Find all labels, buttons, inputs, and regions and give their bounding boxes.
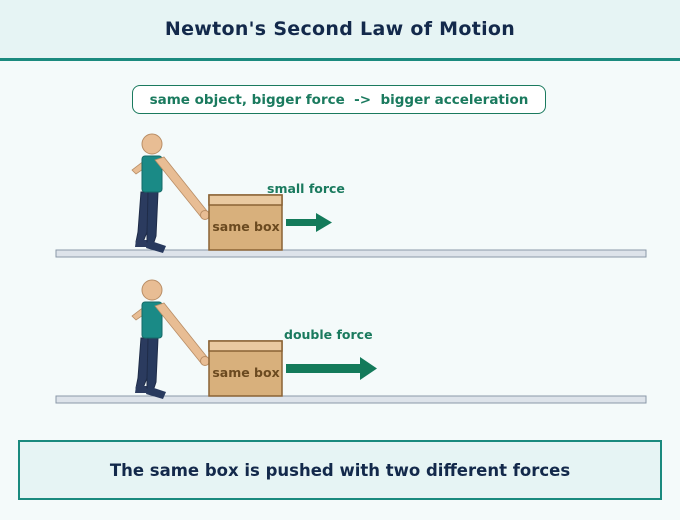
box xyxy=(208,340,283,397)
page-title: Newton's Second Law of Motion xyxy=(164,18,516,40)
scene-small-force: same box small force xyxy=(0,130,680,276)
scene-illustration xyxy=(55,133,647,258)
floor xyxy=(55,395,647,404)
force-arrow-double xyxy=(286,357,377,380)
box xyxy=(208,194,283,251)
tagline-badge: same object, bigger force -> bigger acce… xyxy=(132,85,546,114)
caption-box: The same box is pushed with two differen… xyxy=(18,440,662,500)
scene-double-force: same box double force xyxy=(0,276,680,422)
scene-illustration xyxy=(55,279,647,404)
force-label: small force xyxy=(267,181,345,196)
floor xyxy=(55,249,647,258)
person-figure xyxy=(131,133,210,253)
box-label: same box xyxy=(212,365,280,380)
box-label: same box xyxy=(212,219,280,234)
force-label: double force xyxy=(284,327,373,342)
person-figure xyxy=(131,279,210,399)
force-arrow-small xyxy=(286,213,332,232)
header-bar: Newton's Second Law of Motion xyxy=(0,0,680,61)
